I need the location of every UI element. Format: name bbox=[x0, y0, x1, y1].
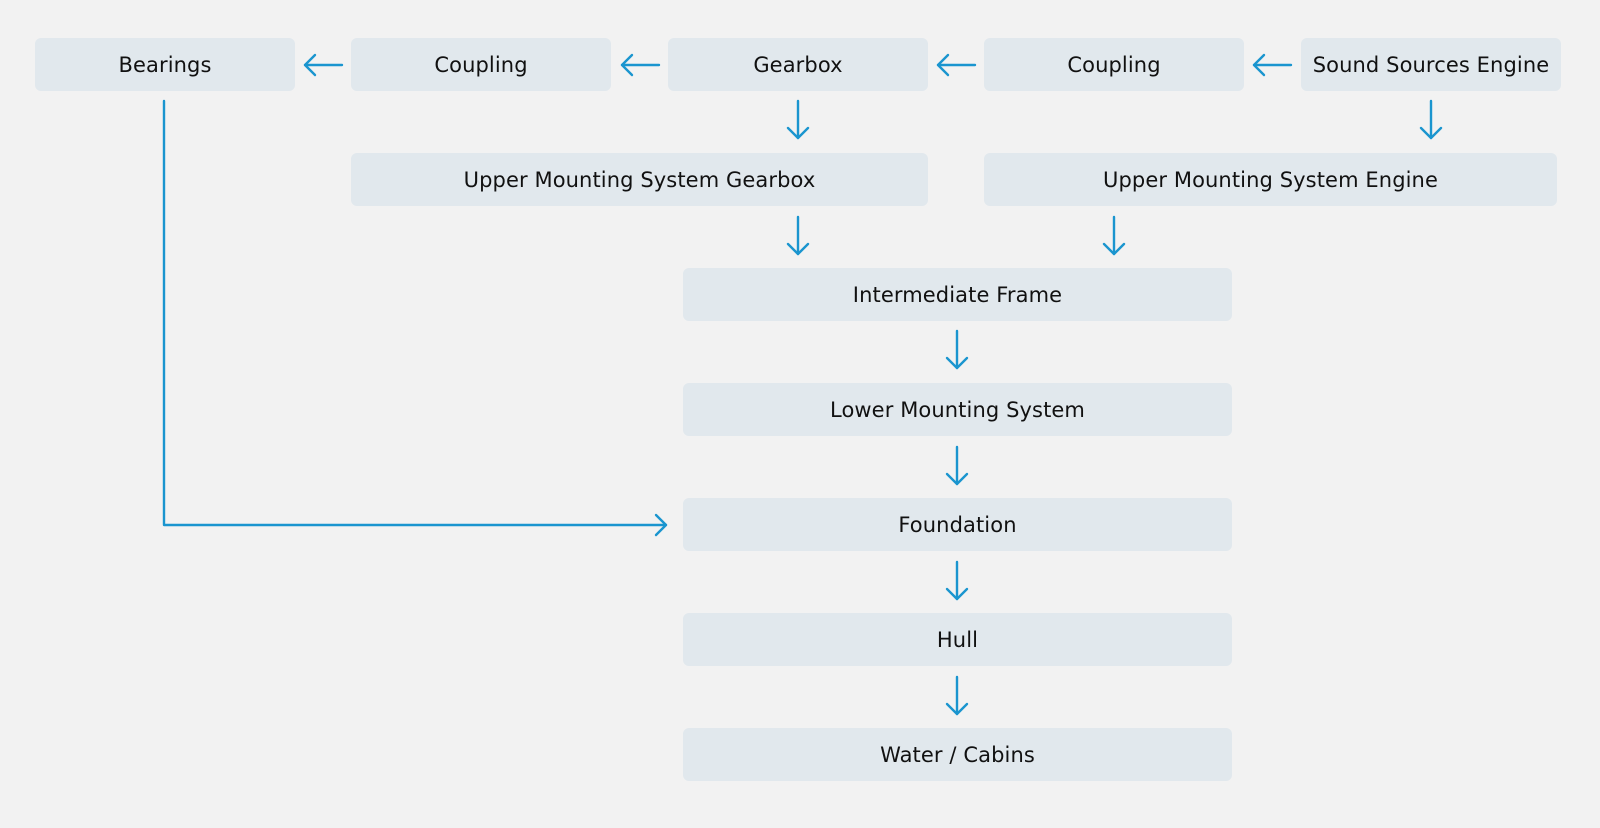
node-water-cabins: Water / Cabins bbox=[683, 728, 1232, 781]
node-label: Foundation bbox=[898, 512, 1017, 537]
arrow-frame-to-lower-mounting bbox=[945, 329, 969, 370]
node-lower-mounting-system: Lower Mounting System bbox=[683, 383, 1232, 436]
arrow-coupling-right-to-gearbox bbox=[936, 53, 977, 77]
arrowhead bbox=[1252, 53, 1266, 77]
node-label: Lower Mounting System bbox=[830, 397, 1085, 422]
arrowhead bbox=[945, 472, 969, 486]
node-label: Coupling bbox=[1067, 52, 1161, 77]
arrow-hull-to-water-cabins bbox=[945, 675, 969, 716]
node-label: Upper Mounting System Engine bbox=[1103, 167, 1438, 192]
arrowhead bbox=[1419, 126, 1443, 140]
arrowhead bbox=[945, 587, 969, 601]
arrow-coupling-left-to-bearings bbox=[303, 53, 344, 77]
arrow-gearbox-to-coupling-left bbox=[620, 53, 661, 77]
arrowhead bbox=[303, 53, 317, 77]
node-label: Bearings bbox=[118, 52, 212, 77]
arrowhead bbox=[1102, 242, 1126, 256]
node-label: Intermediate Frame bbox=[852, 282, 1063, 307]
arrowhead bbox=[786, 126, 810, 140]
arrowhead bbox=[945, 702, 969, 716]
arrow-sound-to-upper-engine bbox=[1419, 99, 1443, 140]
node-label: Hull bbox=[936, 627, 979, 652]
node-upper-mounting-engine: Upper Mounting System Engine bbox=[984, 153, 1557, 206]
arrowhead bbox=[936, 53, 950, 77]
node-hull: Hull bbox=[683, 613, 1232, 666]
arrowhead bbox=[620, 53, 634, 77]
arrow-upper-engine-to-frame bbox=[1102, 215, 1126, 256]
node-label: Sound Sources Engine bbox=[1312, 52, 1550, 77]
node-upper-mounting-gearbox: Upper Mounting System Gearbox bbox=[351, 153, 928, 206]
node-label: Coupling bbox=[434, 52, 528, 77]
arrow-sound-to-coupling-right bbox=[1252, 53, 1293, 77]
arrow-gearbox-to-upper-gearbox bbox=[786, 99, 810, 140]
arrowhead bbox=[654, 513, 668, 537]
node-gearbox: Gearbox bbox=[668, 38, 928, 91]
node-bearings: Bearings bbox=[35, 38, 295, 91]
node-label: Gearbox bbox=[753, 52, 843, 77]
arrow-foundation-to-hull bbox=[945, 560, 969, 601]
node-sound-sources-engine: Sound Sources Engine bbox=[1301, 38, 1561, 91]
node-coupling-left: Coupling bbox=[351, 38, 611, 91]
arrowhead bbox=[945, 356, 969, 370]
node-foundation: Foundation bbox=[683, 498, 1232, 551]
node-intermediate-frame: Intermediate Frame bbox=[683, 268, 1232, 321]
arrow-upper-gearbox-to-frame bbox=[786, 215, 810, 256]
node-label: Upper Mounting System Gearbox bbox=[463, 167, 816, 192]
node-label: Water / Cabins bbox=[880, 742, 1035, 767]
node-coupling-right: Coupling bbox=[984, 38, 1244, 91]
arrowhead bbox=[786, 242, 810, 256]
arrow-lower-mounting-to-foundation bbox=[945, 445, 969, 486]
